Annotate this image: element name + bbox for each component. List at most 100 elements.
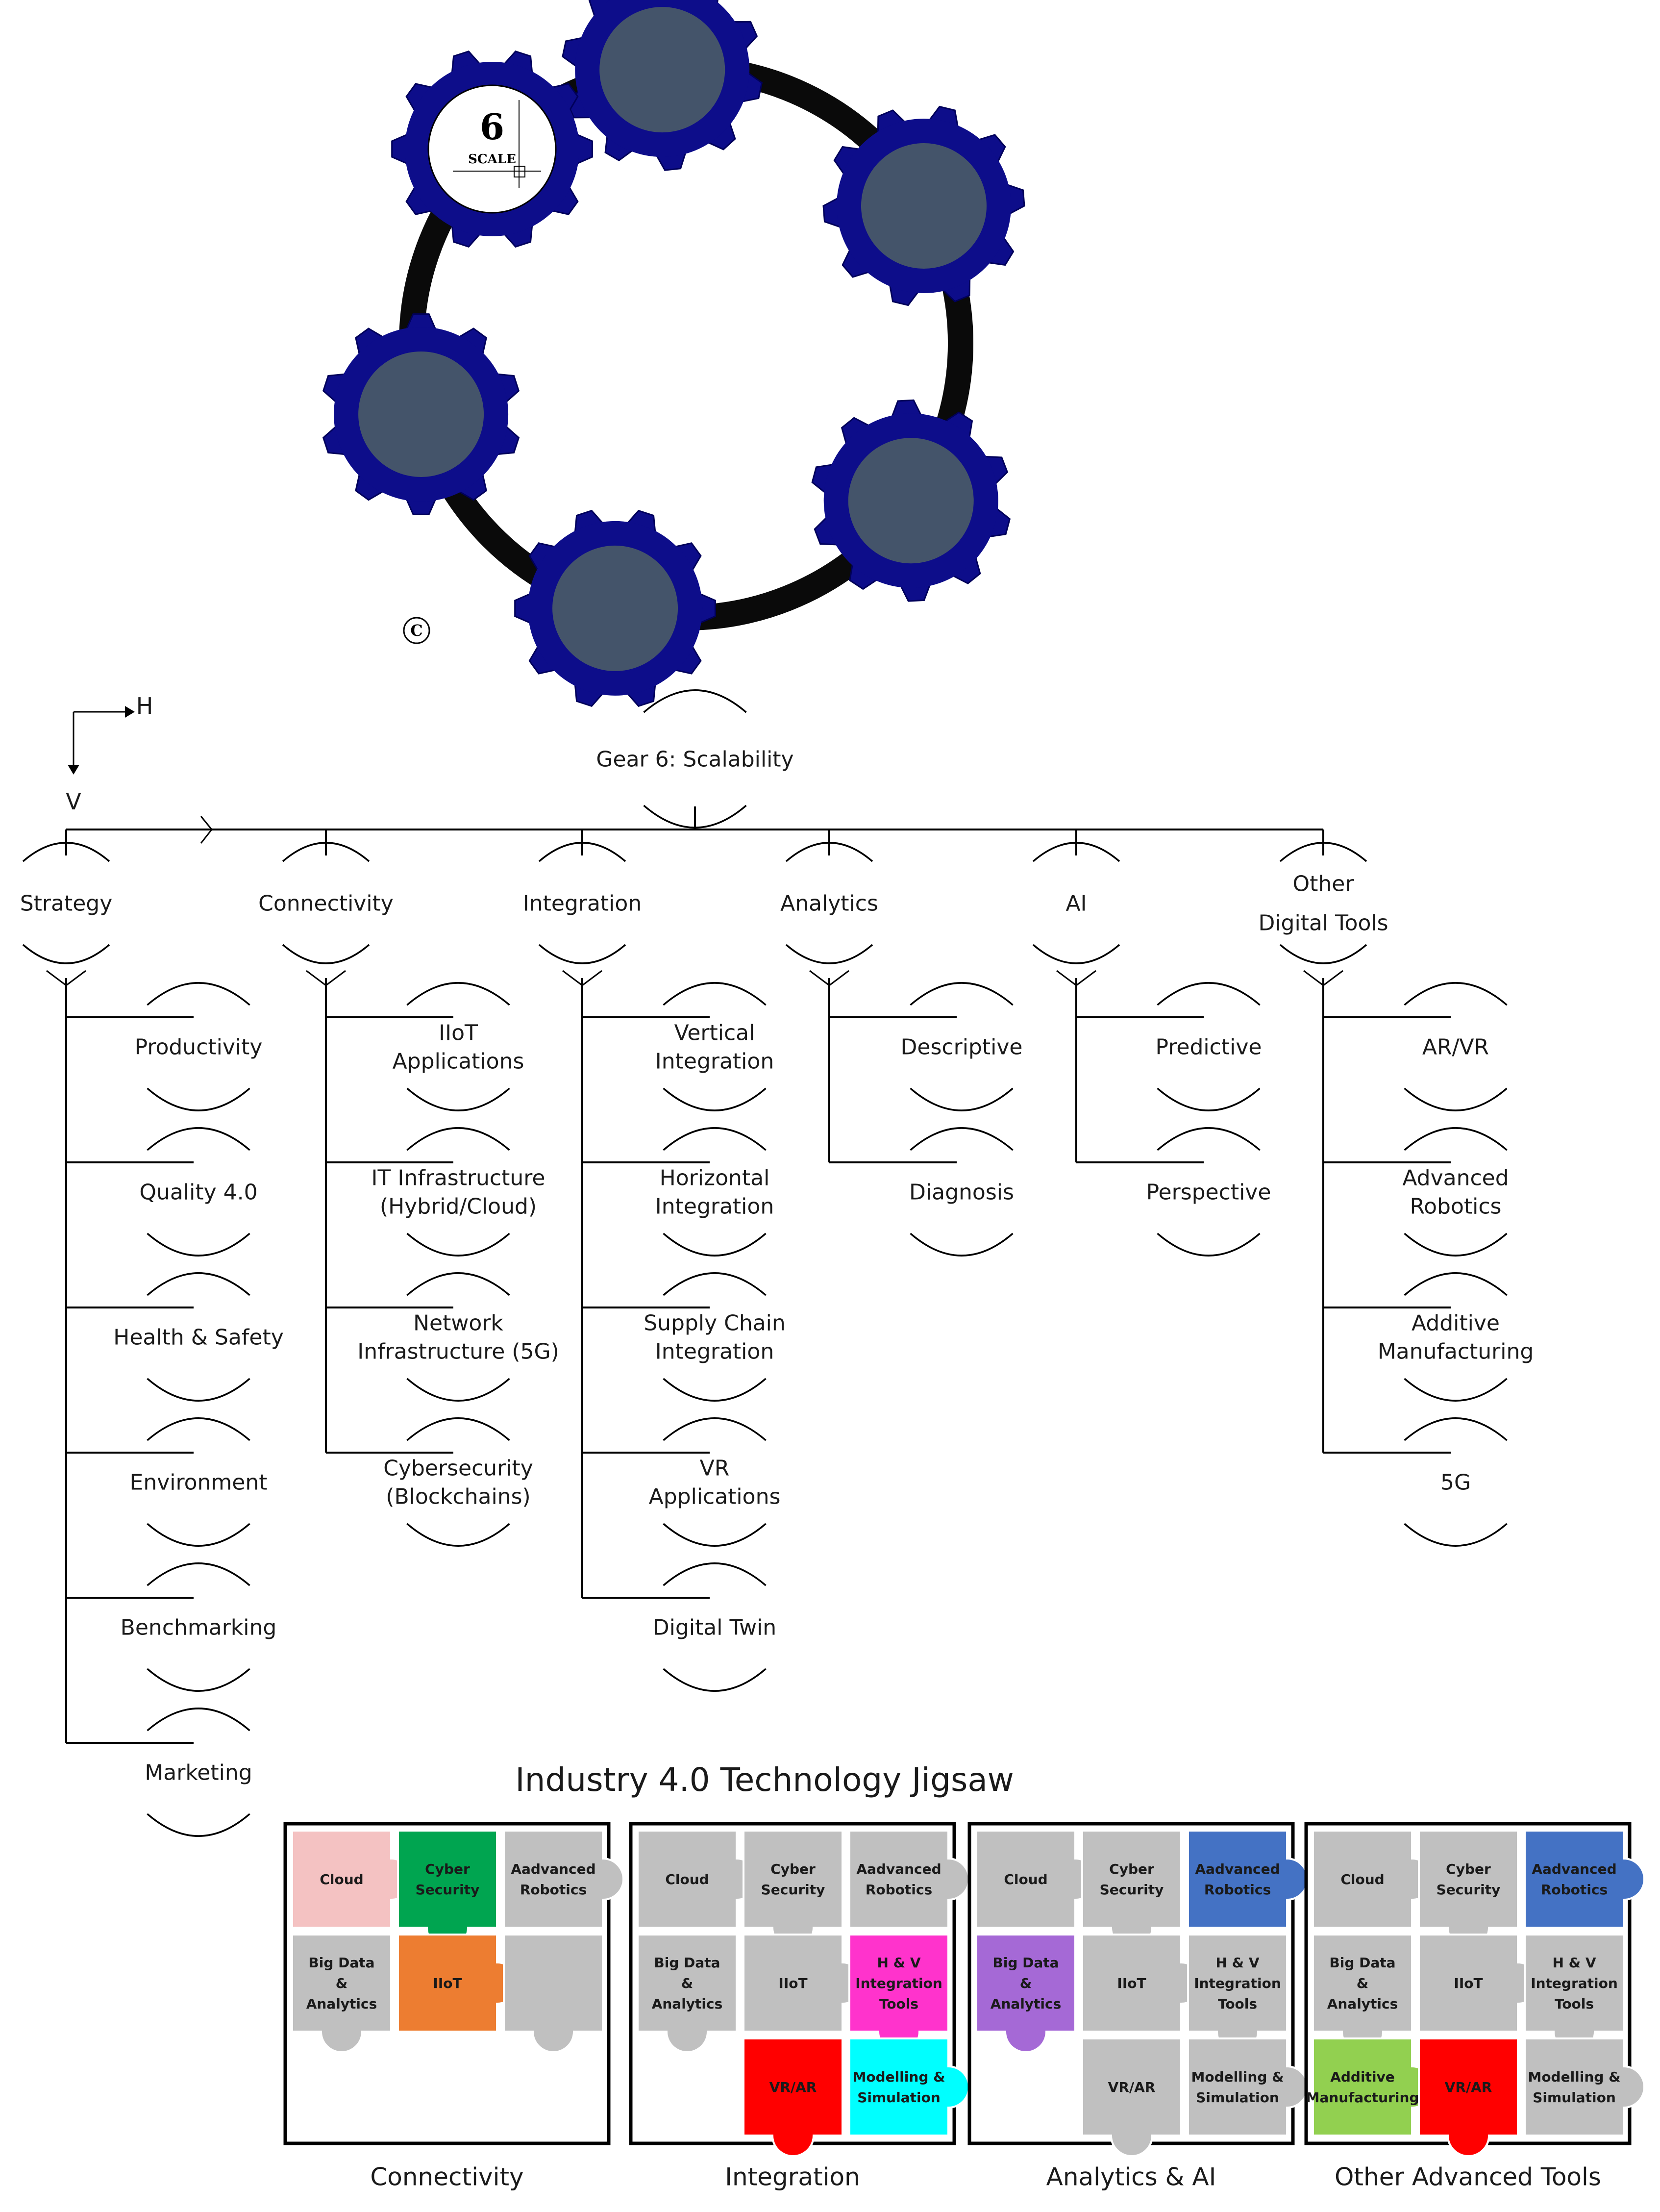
column-label: Integration — [523, 891, 642, 916]
item-arcs — [406, 1272, 510, 1402]
item-label: AR/VR — [1422, 1034, 1489, 1059]
arc-bottom — [1157, 1087, 1261, 1111]
arc-bottom — [147, 1523, 250, 1547]
arc-top — [1404, 982, 1508, 1006]
piece-shape — [503, 1934, 604, 2053]
piece-label: Big Data&Analytics — [306, 1955, 377, 2012]
item-arcs — [1404, 1272, 1508, 1402]
item-label: Digital Twin — [653, 1615, 776, 1640]
puzzle-piece: Cloud — [291, 1830, 413, 1929]
gear-1 — [562, 0, 763, 171]
arc-top — [406, 982, 510, 1006]
item-arcs — [147, 1272, 250, 1402]
arc-top — [1404, 1127, 1508, 1151]
arc-bottom — [1404, 1232, 1508, 1257]
puzzle-piece: VR/AR — [743, 2037, 843, 2157]
arc-bottom — [282, 944, 370, 964]
item-label: Perspective — [1146, 1180, 1271, 1205]
puzzle-piece: Modelling &Simulation — [1524, 2037, 1645, 2137]
arc-bottom — [406, 1378, 510, 1402]
item-label: Productivity — [135, 1034, 263, 1059]
arc-bottom — [663, 1668, 767, 1692]
arc-bottom — [1032, 944, 1120, 964]
item-label: Environment — [130, 1470, 268, 1495]
arc-bottom — [147, 1813, 250, 1837]
arc-top — [1157, 1127, 1261, 1151]
item-arcs — [1404, 1127, 1508, 1257]
copyright-icon — [403, 617, 430, 644]
arc-bottom — [1404, 1087, 1508, 1111]
arc-top — [643, 689, 747, 713]
column-label: Strategy — [20, 891, 113, 916]
copyright-letter: C — [410, 621, 422, 640]
arc-top — [147, 1127, 250, 1151]
gear-2 — [822, 105, 1025, 306]
piece-label: Big Data&Analytics — [652, 1955, 723, 2012]
puzzle-piece: Cloud — [1312, 1830, 1434, 1929]
piece-shape — [1524, 2037, 1645, 2137]
arc-bottom — [147, 1232, 250, 1257]
piece-shape — [503, 1830, 624, 1929]
item-arcs — [663, 1272, 767, 1402]
item-arcs — [910, 982, 1014, 1111]
arc-top — [282, 842, 370, 862]
item-label: Diagnosis — [909, 1180, 1014, 1205]
item-arcs — [1404, 1417, 1508, 1547]
piece-label: IIoT — [778, 1975, 807, 1991]
puzzle-piece: Big Data&Analytics — [975, 1934, 1076, 2053]
arc-bottom — [147, 1087, 250, 1111]
arc-top — [1279, 842, 1367, 862]
arc-bottom — [406, 1232, 510, 1257]
arc-top — [147, 1417, 250, 1441]
panel-caption: Other Advanced Tools — [1335, 2163, 1601, 2191]
arc-top — [406, 1127, 510, 1151]
arc-bottom — [406, 1523, 510, 1547]
arc-top — [147, 1272, 250, 1296]
piece-label: Big Data&Analytics — [991, 1955, 1062, 2012]
root-label: Gear 6: Scalability — [596, 747, 793, 772]
scale-square — [514, 166, 526, 178]
arc-top — [147, 1708, 250, 1732]
flow-chevron — [200, 816, 213, 844]
item-arcs — [663, 982, 767, 1111]
item-label: IT Infrastructure(Hybrid/Cloud) — [372, 1165, 545, 1219]
arc-bottom — [1279, 944, 1367, 964]
piece-label: Modelling &Simulation — [1528, 2069, 1620, 2106]
badge-number: 6 — [480, 106, 504, 148]
arc-top — [1157, 982, 1261, 1006]
arc-bottom — [538, 944, 626, 964]
gear-hub — [358, 351, 484, 477]
arc-top — [538, 842, 626, 862]
panel-caption: Analytics & AI — [1046, 2163, 1216, 2191]
arc-bottom — [785, 944, 873, 964]
gear-4 — [514, 509, 716, 707]
item-arcs — [663, 1562, 767, 1692]
gear-hub — [848, 438, 974, 564]
arc-bottom — [663, 1232, 767, 1257]
arc-top — [663, 1272, 767, 1296]
item-arcs — [406, 1127, 510, 1257]
